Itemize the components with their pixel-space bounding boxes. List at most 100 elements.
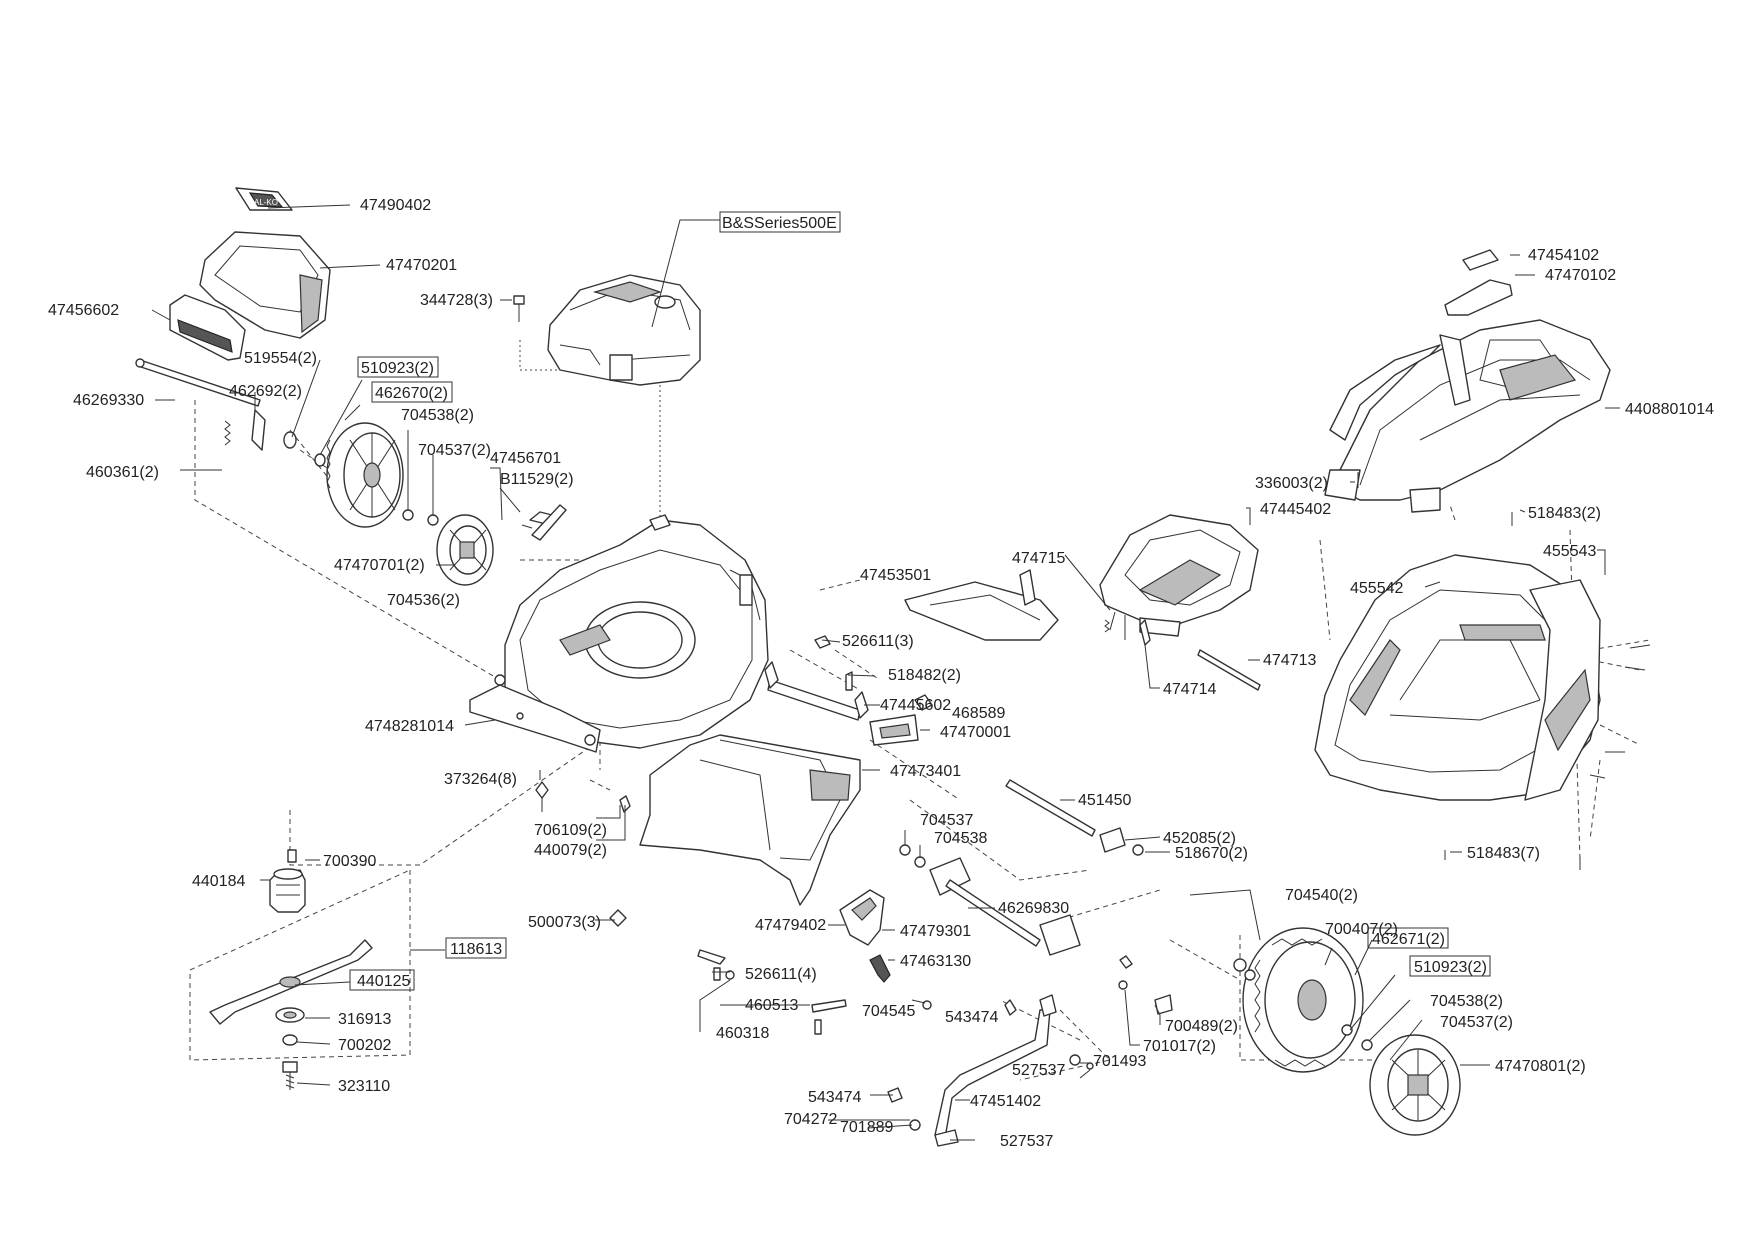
label-704538-front: 704538(2) [401,407,474,424]
label-462670: 462670(2) [375,385,448,402]
label-460513: 460513 [745,997,798,1014]
label-47453501: 47453501 [860,567,931,584]
label-118613: 118613 [450,941,502,958]
front-hub-cap [436,514,494,586]
engine [513,274,701,386]
label-B11529: B11529(2) [500,471,574,488]
logo-text: AL-KO [254,198,278,207]
label-47470801: 47470801(2) [1495,1058,1586,1075]
rear-axle-group [697,779,1173,1147]
label-455543: 455543 [1543,543,1596,560]
label-bs-engine: B&SSeries500E [722,215,837,232]
label-527537-upper: 527537 [1012,1062,1065,1079]
rear-axle-shaft [945,879,1041,947]
label-518482: 518482(2) [888,667,961,684]
label-706109: 706109(2) [534,822,607,839]
label-47445602: 47445602 [880,697,951,714]
label-336003: 336003(2) [1255,475,1328,492]
lid-rod [1197,649,1261,691]
label-510923-rear: 510923(2) [1414,959,1487,976]
label-527537-lower: 527537 [1000,1133,1053,1150]
label-701017: 701017(2) [1143,1038,1216,1055]
rear-wheel [1233,927,1364,1073]
mower-deck [469,514,769,753]
label-47479301: 47479301 [900,923,971,940]
label-700390: 700390 [323,853,376,870]
engine-bolt [513,295,525,322]
label-47470701: 47470701(2) [334,557,425,574]
rear-axle-plate [929,857,971,896]
boxed-label-frames [349,211,1491,991]
label-704538-rear: 704538(2) [1430,993,1503,1010]
label-47490402: 47490402 [360,197,431,214]
label-518483-handle: 518483(2) [1528,505,1601,522]
label-47473401: 47473401 [890,763,961,780]
front-height-bracket [469,684,601,753]
label-47451402: 47451402 [970,1093,1041,1110]
front-wheel [326,422,404,528]
label-462671: 462671(2) [1372,931,1445,948]
label-701889: 701889 [840,1119,893,1136]
label-526611-chute: 526611(4) [745,966,817,983]
label-47470001: 47470001 [940,724,1011,741]
label-500073: 500073(3) [528,914,601,931]
label-440079: 440079(2) [534,842,607,859]
height-spring [224,420,231,446]
label-47454102: 47454102 [1528,247,1599,264]
label-474713: 474713 [1263,652,1316,669]
label-46269830: 46269830 [998,900,1069,917]
label-519554: 519554(2) [244,350,317,367]
label-704537-front: 704537(2) [418,442,491,459]
grass-box-side [1524,579,1601,801]
label-316913: 316913 [338,1011,391,1028]
deflector-clip [531,504,567,541]
label-344728: 344728(3) [420,292,493,309]
label-440125: 440125 [357,973,410,990]
label-47456602: 47456602 [48,302,119,319]
label-510923-front: 510923(2) [361,360,434,377]
rod-451450 [1005,779,1096,837]
label-460361: 460361(2) [86,464,159,481]
label-47445402: 47445402 [1260,501,1331,518]
label-704540: 704540(2) [1285,887,1358,904]
label-460318: 460318 [716,1025,769,1042]
label-700202: 700202 [338,1037,391,1054]
grass-box-lid [1099,514,1261,691]
label-704537-axle: 704537 [920,812,973,829]
label-526611-deck: 526611(3) [842,633,914,650]
push-handle [1324,249,1611,526]
top-cover-group: AL-KO [135,187,494,586]
label-701493: 701493 [1093,1053,1146,1070]
label-47463130: 47463130 [900,953,971,970]
label-704538-axle: 704538 [934,830,987,847]
logo-badge: AL-KO [235,187,293,211]
label-451450: 451450 [1078,792,1131,809]
part-labels: 47490402 47470201 47456602 519554(2) 510… [48,197,1714,1150]
label-700489: 700489(2) [1165,1018,1238,1035]
label-47470102: 47470102 [1545,267,1616,284]
label-440184: 440184 [192,873,245,890]
blade-bolt [282,1061,298,1090]
label-468589: 468589 [952,705,1005,722]
label-46269330: 46269330 [73,392,144,409]
label-47470201: 47470201 [386,257,457,274]
label-700407: 700407(2) [1325,921,1398,938]
label-518483-box: 518483(7) [1467,845,1540,862]
label-323110: 323110 [338,1078,390,1095]
label-462692: 462692(2) [229,383,302,400]
label-543474-lower: 543474 [808,1089,861,1106]
label-704537-rear: 704537(2) [1440,1014,1513,1031]
label-518670: 518670(2) [1175,845,1248,862]
label-4748281014: 4748281014 [365,718,454,735]
label-47479402: 47479402 [755,917,826,934]
label-455542: 455542 [1350,580,1403,597]
label-704536: 704536(2) [387,592,460,609]
label-704545: 704545 [862,1003,915,1020]
handle-label [1462,249,1499,271]
label-452085: 452085(2) [1163,830,1236,847]
label-47456701: 47456701 [490,450,561,467]
label-474715: 474715 [1012,550,1065,567]
label-543474-upper: 543474 [945,1009,998,1026]
grass-box [1314,554,1651,870]
